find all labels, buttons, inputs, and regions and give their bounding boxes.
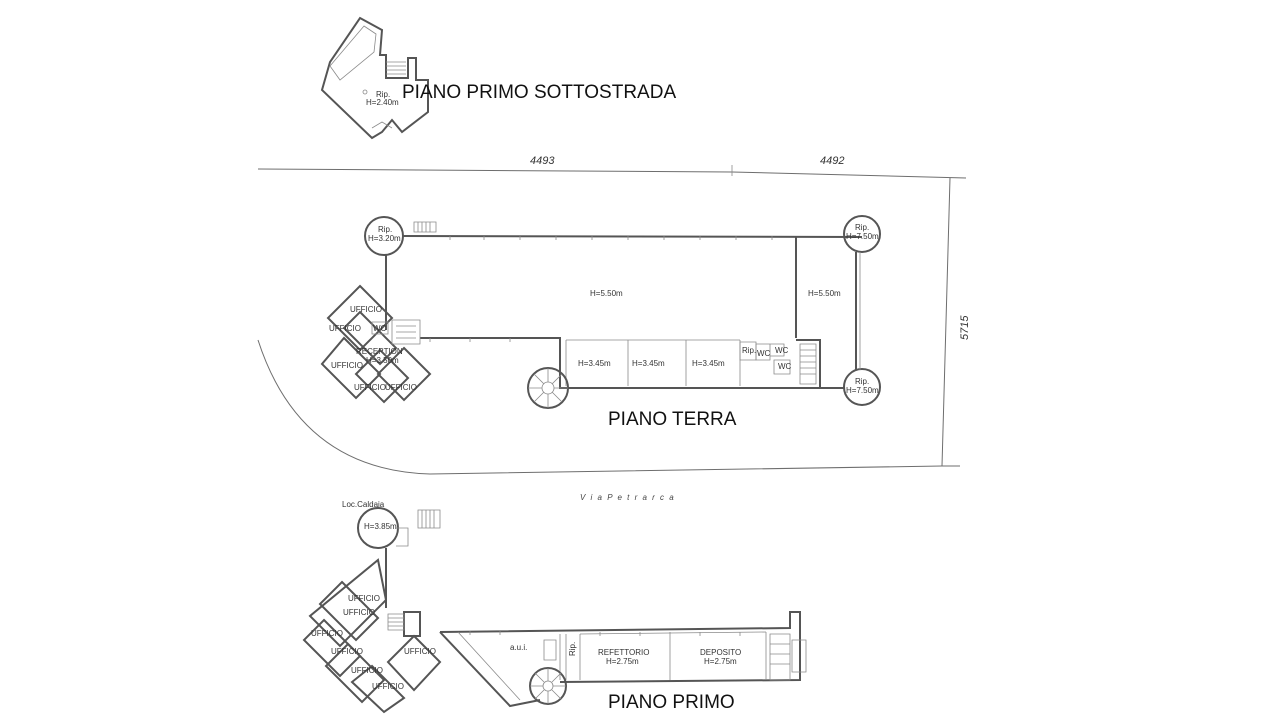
gt-room3-height: H=3.45m — [692, 359, 725, 368]
ground-floor-plan — [320, 215, 881, 409]
basement-rip-label: Rip. — [376, 90, 390, 99]
gt-rip-topright-label: Rip. — [855, 223, 869, 232]
gt-main-hall-height: H=5.50m — [590, 289, 623, 298]
p1-refettorio-label: REFETTORIO — [598, 648, 649, 657]
gt-reception-label: RECEPTION — [356, 347, 403, 356]
basement-level-title: PIANO PRIMO SOTTOSTRADA — [402, 82, 676, 103]
p1-rip-label: Rip. — [568, 642, 577, 656]
basement-plan — [320, 16, 429, 140]
p1-boiler-room-height: H=3.85m — [364, 522, 397, 531]
dimension-top-left: 4493 — [530, 155, 555, 167]
gt-wc2-label: WC — [775, 346, 789, 355]
gt-wc1-label: WC — [757, 349, 771, 358]
p1-deposito-label: DEPOSITO — [700, 648, 741, 657]
lot-boundary — [257, 165, 967, 475]
gt-reception-height: H=3.50m — [366, 356, 399, 365]
ground-level-title: PIANO TERRA — [608, 409, 737, 430]
p1-office7-label: UFFICIO — [404, 647, 436, 656]
p1-office3-label: UFFICIO — [311, 629, 343, 638]
gt-office1-label: UFFICIO — [350, 305, 382, 314]
p1-deposito-height: H=2.75m — [704, 657, 737, 666]
gt-rip-topright-height: H=7.50m — [846, 232, 879, 241]
first-floor-plan — [302, 507, 807, 714]
gt-room1-height: H=3.45m — [578, 359, 611, 368]
gt-rip-bottomright-label: Rip. — [855, 377, 869, 386]
p1-office2-label: UFFICIO — [343, 608, 375, 617]
p1-office6-label: UFFICIO — [372, 682, 404, 691]
p1-aui-label: a.u.i. — [510, 643, 527, 652]
basement-rip-height: H=2.40m — [366, 98, 399, 107]
gt-room2-height: H=3.45m — [632, 359, 665, 368]
gt-rip-small-label: Rip. — [742, 346, 756, 355]
gt-rip-left-height: H=3.20m — [368, 234, 401, 243]
dimension-right-side: 5715 — [959, 315, 971, 340]
gt-office4-label: UFFICIO — [354, 383, 386, 392]
p1-office5-label: UFFICIO — [351, 666, 383, 675]
gt-right-hall-height: H=5.50m — [808, 289, 841, 298]
gt-wc3-label: WC — [778, 362, 792, 371]
p1-office4-label: UFFICIO — [331, 647, 363, 656]
p1-boiler-room-label: Loc.Caldaia — [342, 500, 385, 509]
dimension-top-right: 4492 — [820, 155, 844, 167]
gt-rip-left-label: Rip. — [378, 225, 392, 234]
gt-office5-label: UFFICIO — [385, 383, 417, 392]
gt-rip-bottomright-height: H=7.50m — [846, 386, 879, 395]
gt-office2-label: UFFICIO — [329, 324, 361, 333]
gt-office3-label: UFFICIO — [331, 361, 363, 370]
p1-refettorio-height: H=2.75m — [606, 657, 639, 666]
street-name: V i a P e t r a r c a — [580, 493, 675, 502]
p1-office1-label: UFFICIO — [348, 594, 380, 603]
first-level-title: PIANO PRIMO — [608, 692, 735, 713]
gt-wc-small-label: WC — [373, 324, 387, 333]
